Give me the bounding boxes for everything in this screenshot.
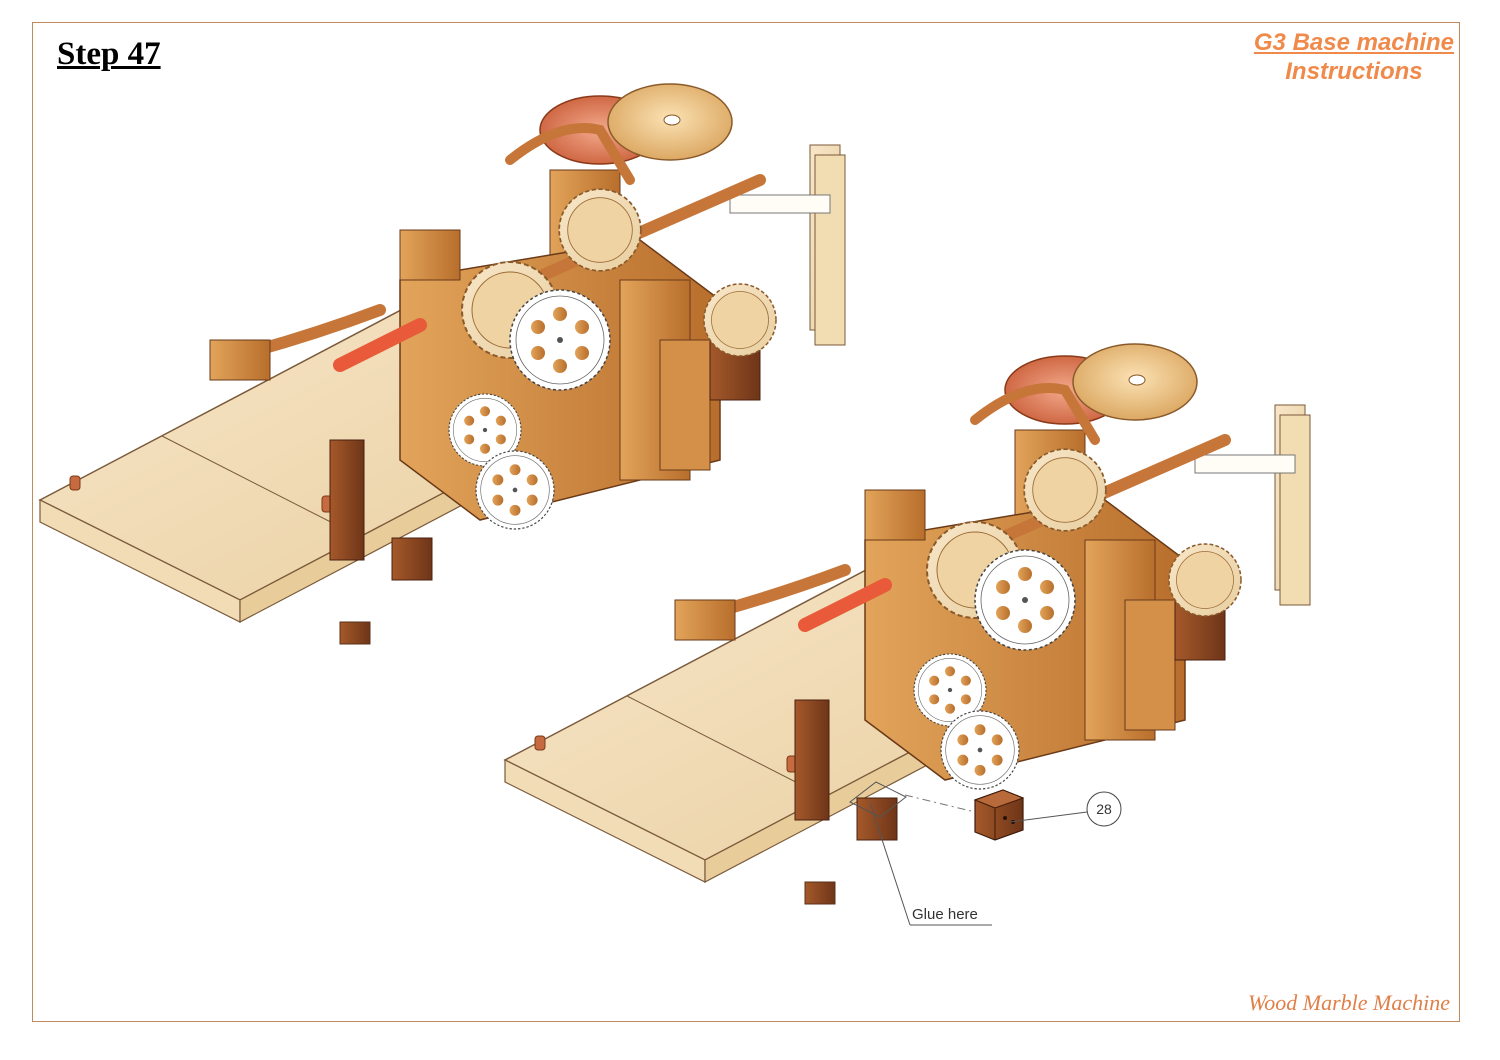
part-number-label: 28 [1096, 801, 1112, 817]
header-title: G3 Base machine [1253, 29, 1454, 56]
footer-brand: Wood Marble Machine [1247, 990, 1450, 1015]
glue-callout: Glue here [910, 906, 992, 926]
assembly-before [40, 84, 845, 644]
part-number-callout: 28 [1009, 791, 1122, 827]
part-28-block [974, 789, 1024, 841]
document-header: G3 Base machine Instructions [1254, 28, 1454, 86]
page-frame [32, 22, 1460, 1022]
glue-location-marker [849, 781, 976, 926]
glue-label: Glue here [912, 906, 978, 923]
step-title: Step 47 [57, 36, 161, 72]
header-subtitle: Instructions [1285, 58, 1423, 85]
